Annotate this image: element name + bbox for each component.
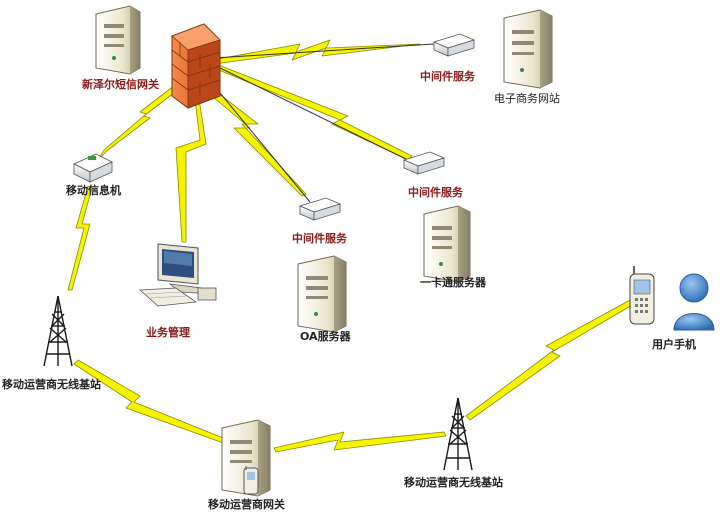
business-mgmt-label: 业务管理 [146, 326, 190, 339]
base-station-right-label: 移动运营商无线基站 [404, 476, 503, 489]
ecommerce-server-icon [503, 9, 553, 89]
mobile-info-machine-icon [73, 153, 113, 183]
base-station-left-icon [43, 295, 73, 367]
line-firewall-to-ecommerce-box [213, 43, 435, 59]
firewall-icon [171, 23, 221, 109]
sms-gateway-server-icon [95, 5, 141, 75]
oa-server-icon [297, 255, 347, 333]
sms-gateway-label: 新泽尔短信网关 [82, 78, 159, 91]
link-gateway-to-base-right [273, 431, 447, 453]
link-firewall-to-middleware-top [211, 39, 421, 65]
ecommerce-label: 电子商务网站 [494, 92, 560, 105]
link-base-left-to-gateway [73, 359, 229, 445]
middleware-top-box-icon [432, 33, 476, 57]
user-person-icon [673, 273, 715, 331]
middleware-center-box-icon [298, 197, 342, 221]
link-base-right-to-phone [465, 299, 635, 421]
card-server-label: 一卡通服务器 [420, 276, 486, 289]
gateway-phone-icon [243, 466, 259, 495]
business-mgmt-pc-icon [139, 243, 217, 307]
link-firewall-to-middleware-mid [213, 63, 413, 161]
middleware-center-label: 中间件服务 [292, 232, 347, 245]
wired-links [205, 43, 435, 203]
operator-gateway-server-icon [221, 419, 271, 497]
link-mobile-info-to-base-left [67, 185, 93, 291]
middleware-top-label: 中间件服务 [420, 70, 475, 83]
middleware-mid-label: 中间件服务 [408, 186, 463, 199]
link-firewall-to-mobile-info [97, 77, 189, 161]
line-firewall-to-card-box [215, 65, 409, 161]
user-phone-label: 用户手机 [652, 338, 696, 351]
link-firewall-to-business-mgmt [175, 91, 207, 243]
base-station-right-icon [443, 397, 473, 471]
card-server-icon [423, 205, 471, 283]
middleware-mid-box-icon [402, 151, 446, 175]
operator-gateway-label: 移动运营商网关 [208, 498, 285, 511]
base-station-left-label: 移动运营商无线基站 [2, 378, 101, 391]
oa-server-label: OA服务器 [300, 330, 351, 343]
line-firewall-to-center-box [205, 75, 311, 203]
wireless-links [67, 39, 635, 453]
mobile-info-label: 移动信息机 [66, 184, 121, 197]
user-phone-icon [629, 266, 655, 325]
